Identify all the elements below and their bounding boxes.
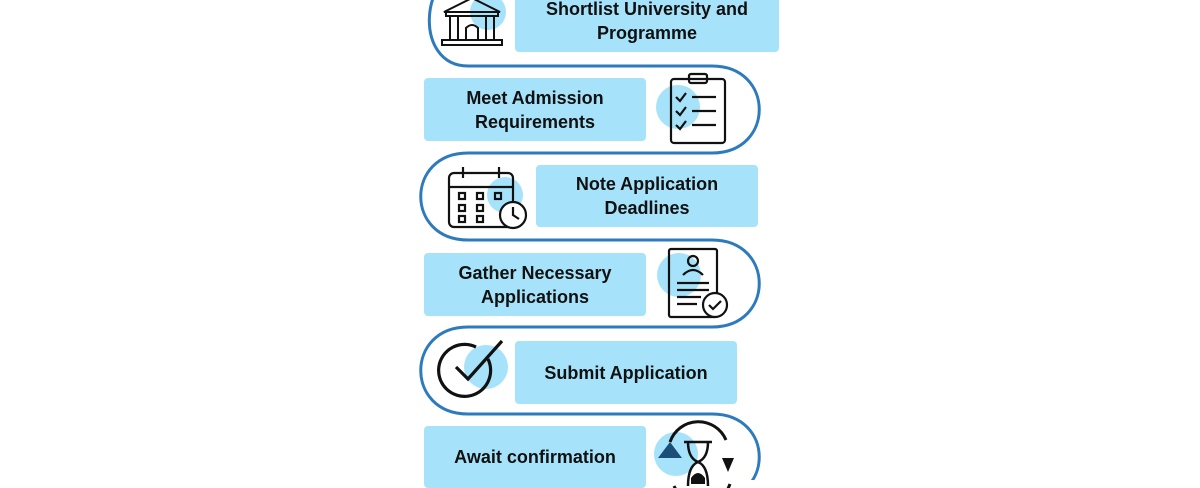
hourglass-cycle-icon bbox=[650, 420, 746, 488]
step-3-label: Note Application Deadlines bbox=[575, 174, 719, 218]
step-5-label: Submit Application bbox=[544, 362, 708, 383]
university-building-icon bbox=[436, 0, 512, 50]
step-2-label: Meet Admission Requirements bbox=[466, 87, 604, 132]
step-1-box: Shortlist University and Programme bbox=[515, 0, 779, 52]
step-4-label: Gather Necessary Applications bbox=[458, 262, 612, 307]
step-5-box: Submit Application bbox=[515, 341, 737, 404]
step-2-box: Meet Admission Requirements bbox=[424, 78, 646, 141]
checklist-clipboard-icon bbox=[652, 72, 732, 147]
step-6-label: Await confirmation bbox=[454, 447, 616, 467]
step-1-label: Shortlist University and Programme bbox=[545, 0, 749, 43]
step-3-box: Note Application Deadlines bbox=[536, 165, 758, 227]
document-check-icon bbox=[653, 247, 733, 321]
check-circle-icon bbox=[436, 337, 516, 401]
calendar-clock-icon bbox=[445, 165, 531, 231]
step-4-box: Gather Necessary Applications bbox=[424, 253, 646, 316]
step-6-box: Await confirmation bbox=[424, 426, 646, 488]
